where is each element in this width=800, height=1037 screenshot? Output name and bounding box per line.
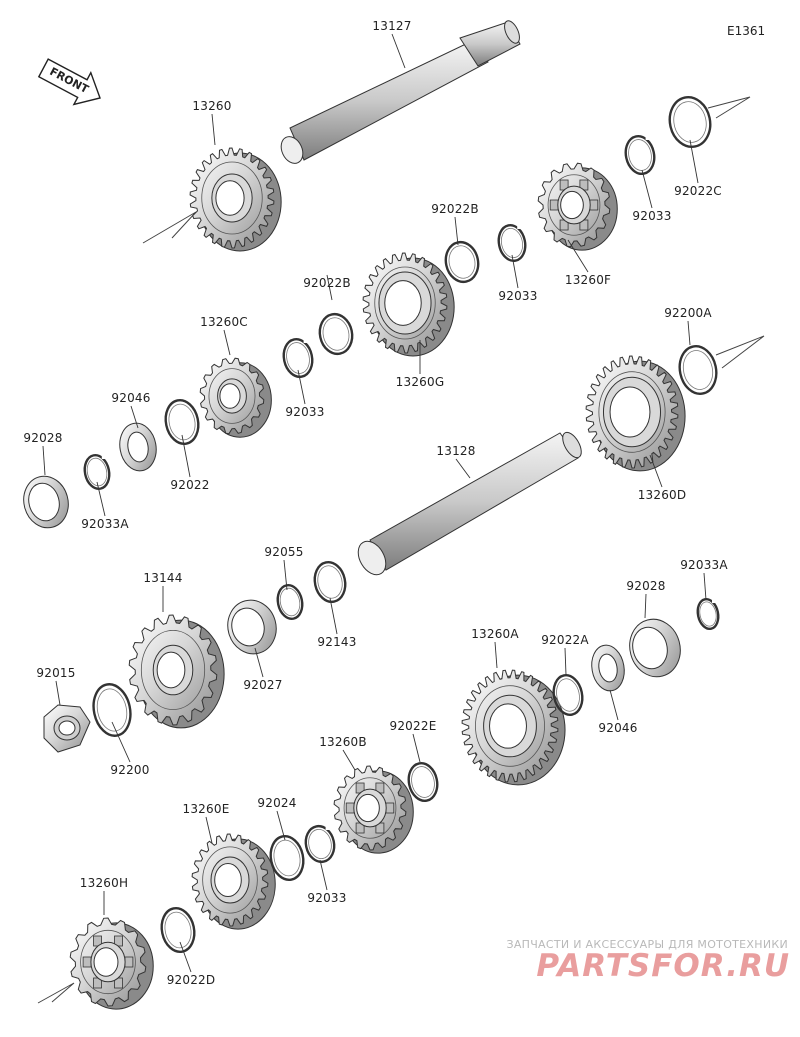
part-label-92033-c: 92033 <box>285 405 325 419</box>
part-label-92033-d: 92033 <box>307 891 347 905</box>
gear-13144 <box>128 614 225 729</box>
part-label-13260b: 13260B <box>319 735 367 749</box>
part-label-13260d: 13260D <box>637 488 687 502</box>
gear-13260B <box>333 765 414 854</box>
circlip-92033-c <box>282 337 314 379</box>
circlip-92033A-a <box>83 453 111 491</box>
circlip-92033-a <box>624 134 656 176</box>
part-label-92015: 92015 <box>36 666 76 680</box>
part-label-13260g: 13260G <box>395 375 445 389</box>
part-label-92200a: 92200A <box>664 306 712 320</box>
diagram-code: E1361 <box>727 24 766 38</box>
needle-bearing-92046-lower <box>591 644 625 692</box>
part-label-92046-a: 92046 <box>111 391 151 405</box>
circlip-92022C <box>668 95 712 149</box>
part-label-92022b-b: 92022B <box>303 276 351 290</box>
part-label-13260: 13260 <box>192 99 232 113</box>
part-label-92022d: 92022D <box>166 973 216 987</box>
washer-92022 <box>164 399 200 445</box>
part-label-92027: 92027 <box>243 678 283 692</box>
part-label-13260h: 13260H <box>79 876 129 890</box>
part-label-92024: 92024 <box>257 796 297 810</box>
gear-13260E <box>191 833 276 930</box>
circlip-92033-b <box>497 223 527 263</box>
washer-92200A <box>678 345 718 395</box>
washer-92024 <box>269 835 305 881</box>
part-label-13144: 13144 <box>143 571 183 585</box>
part-label-13127: 13127 <box>372 19 412 33</box>
watermark-tagline: ЗАПЧАСТИ И АКСЕССУАРЫ ДЛЯ МОТОТЕХНИКИ <box>506 938 788 951</box>
front-arrow-icon <box>37 58 101 106</box>
washer-92022D <box>160 907 196 953</box>
circlip-92033-d <box>304 824 336 864</box>
mainshaft-13127 <box>280 20 521 164</box>
washer-92022B-b <box>318 312 354 356</box>
part-label-92022b-a: 92022B <box>431 202 479 216</box>
gears-group <box>69 147 686 1010</box>
part-label-92055: 92055 <box>264 545 304 559</box>
part-label-92028-a: 92028 <box>23 431 63 445</box>
part-label-92033-a: 92033 <box>632 209 672 223</box>
washer-92022E <box>407 761 439 803</box>
rings-group <box>83 95 720 953</box>
bearing-92028-lower <box>629 618 681 678</box>
part-label-13260f: 13260F <box>564 273 612 287</box>
part-label-92022e: 92022E <box>389 719 437 733</box>
part-label-92143: 92143 <box>317 635 357 649</box>
gear-13260G <box>362 252 455 357</box>
washer-92022B-a <box>444 240 480 284</box>
part-label-92046-b: 92046 <box>598 721 638 735</box>
washer-92143 <box>313 560 347 604</box>
part-label-92033-b: 92033 <box>498 289 538 303</box>
part-label-92022: 92022 <box>170 478 210 492</box>
gear-13260D <box>585 355 686 472</box>
needle-bearing-92046-upper <box>119 422 157 472</box>
part-label-92028-b: 92028 <box>626 579 666 593</box>
part-label-92022a: 92022A <box>541 633 589 647</box>
washer-92022A <box>552 674 584 716</box>
circlip-92033A-b <box>696 597 720 631</box>
part-label-92033a-b: 92033A <box>680 558 728 572</box>
leader-lines <box>42 33 707 973</box>
watermark-brand: PARTSFOR.RU <box>536 948 790 984</box>
part-label-92022c: 92022C <box>674 184 722 198</box>
oring-92055 <box>276 583 304 621</box>
gear-13260H <box>69 917 154 1010</box>
gear-13260A <box>461 669 566 786</box>
bearing-92028-upper <box>23 475 69 529</box>
gear-13260F <box>537 162 618 251</box>
part-label-13260a: 13260A <box>471 627 519 641</box>
washer-92200 <box>92 683 132 737</box>
gear-13260C <box>199 357 272 438</box>
part-label-13128: 13128 <box>436 444 476 458</box>
part-label-92033a-a: 92033A <box>81 517 129 531</box>
collar-92027 <box>227 599 277 655</box>
countershaft-13128 <box>357 431 582 576</box>
part-label-92200: 92200 <box>110 763 150 777</box>
nut-92015 <box>43 704 91 753</box>
gear-13260 <box>189 147 282 252</box>
part-label-13260e: 13260E <box>182 802 230 816</box>
part-label-13260c: 13260C <box>200 315 248 329</box>
